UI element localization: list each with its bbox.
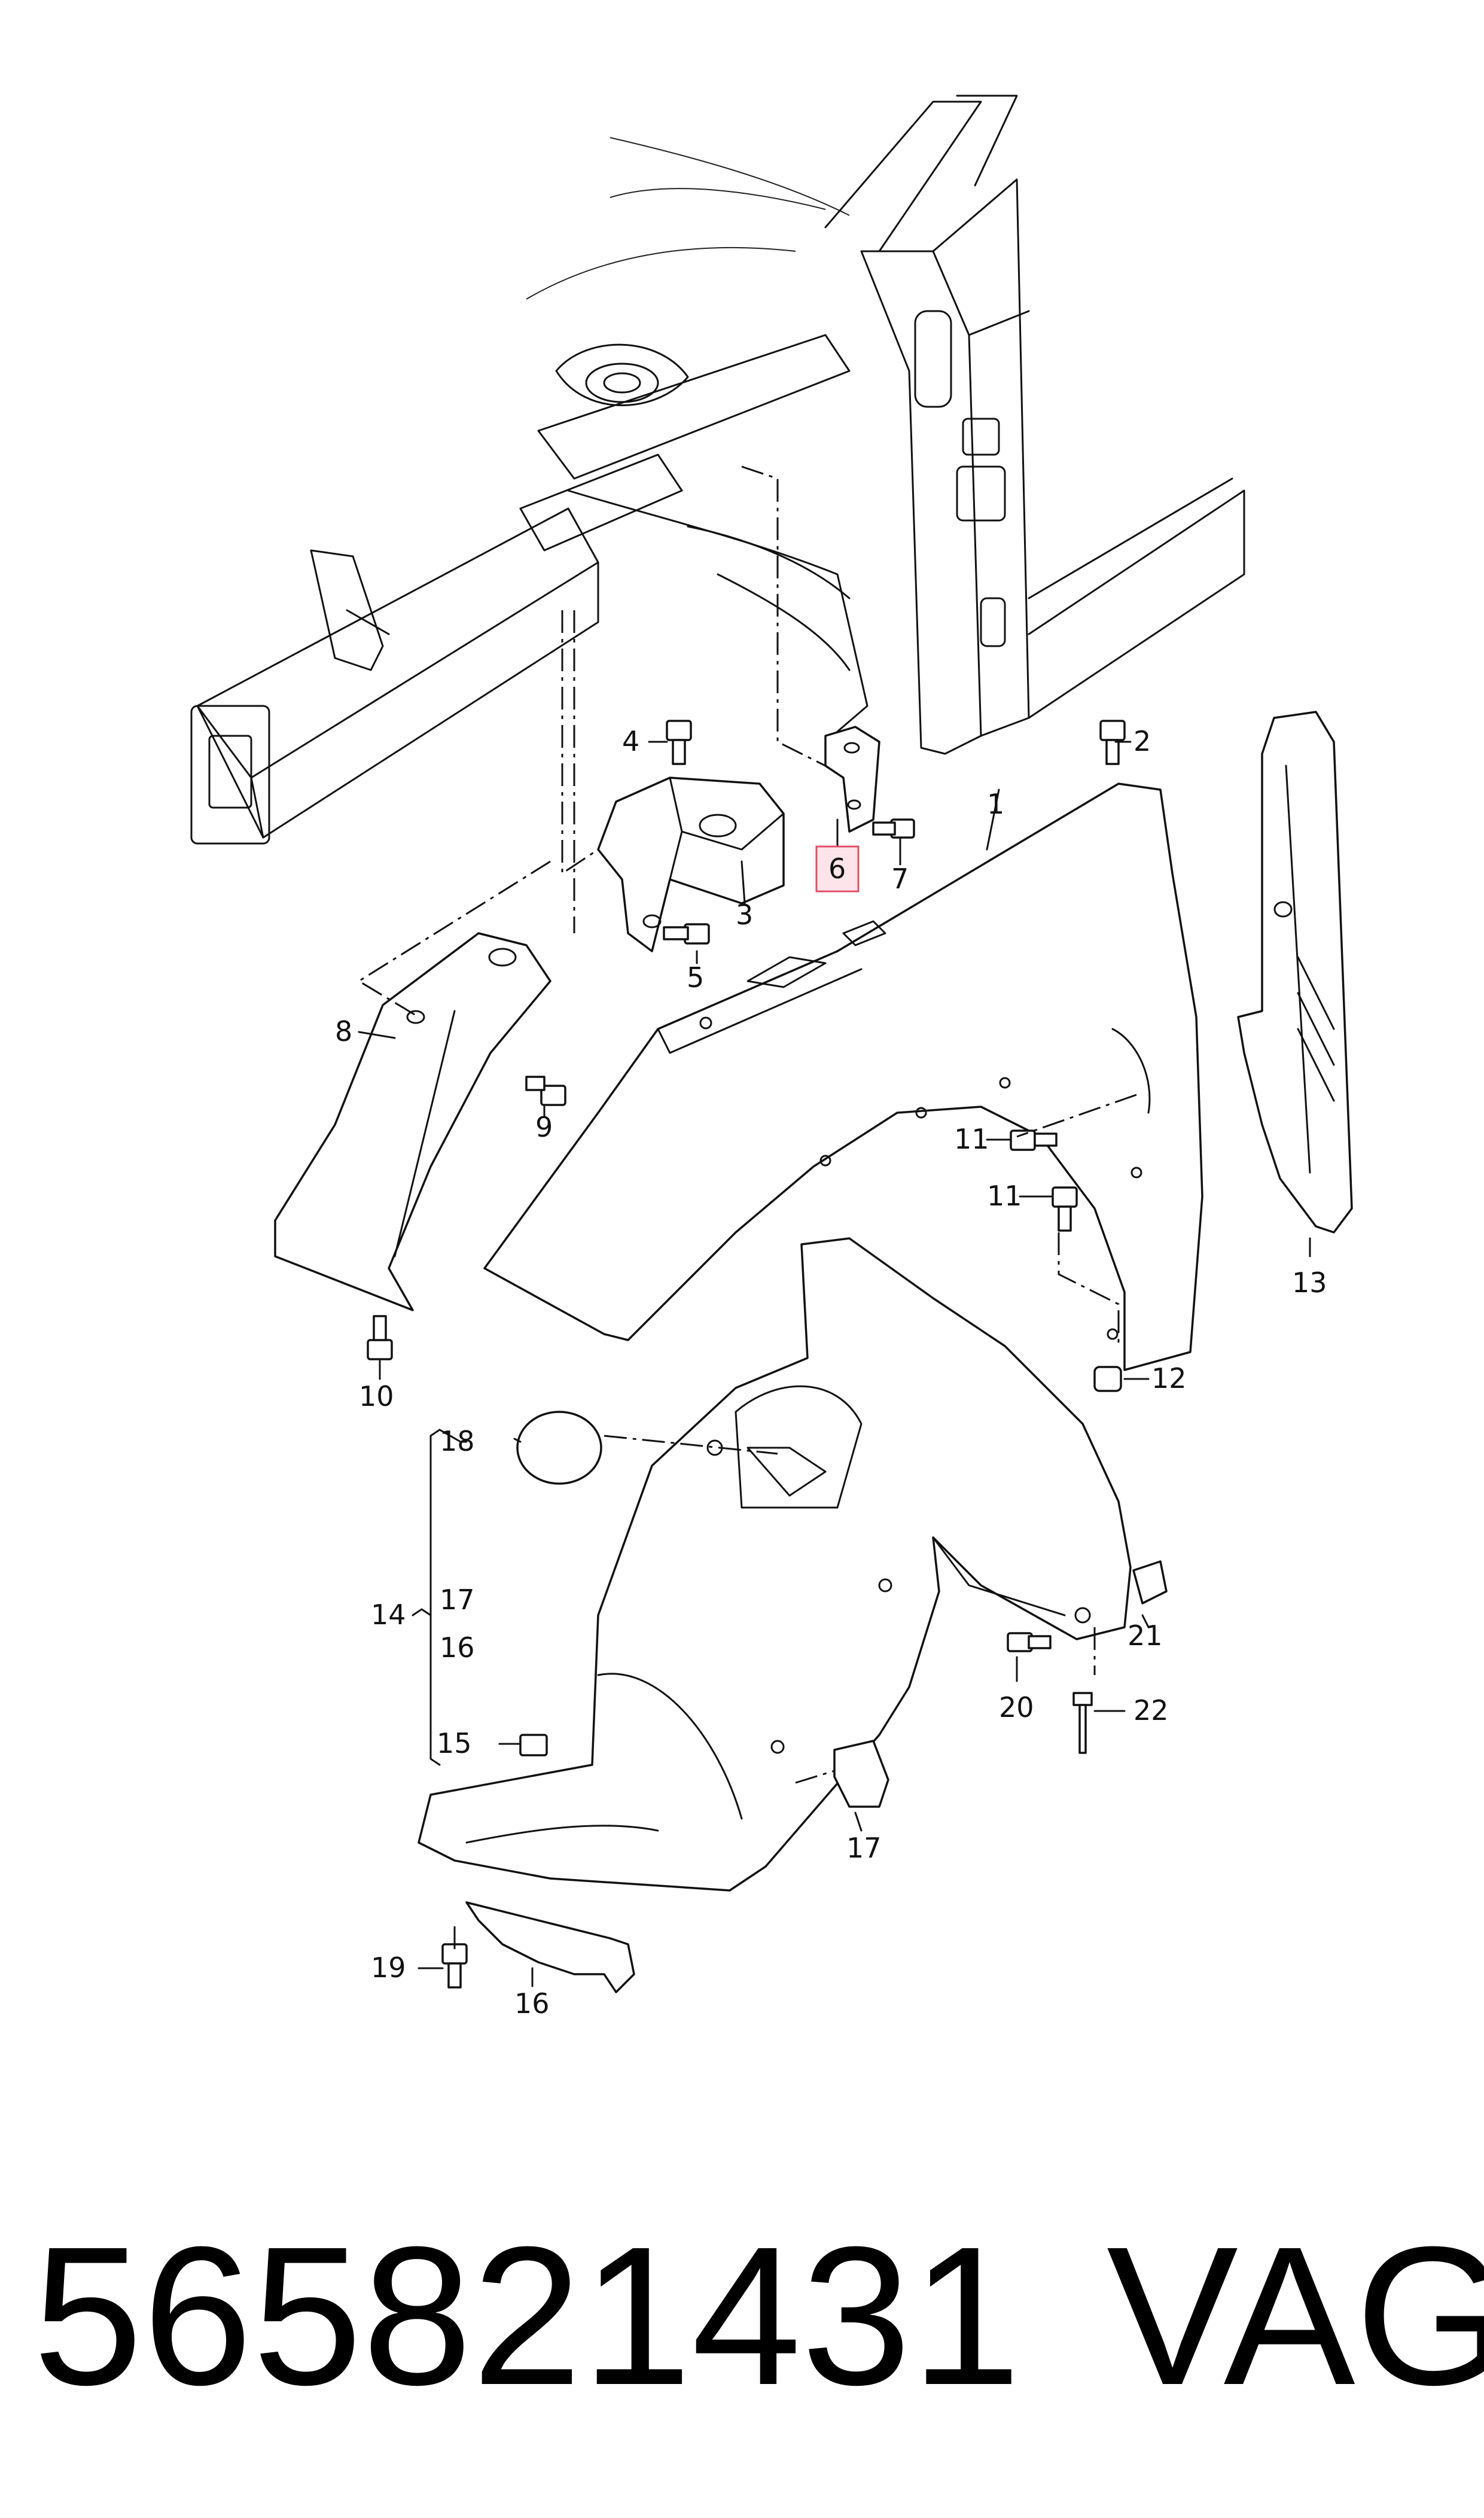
callout-17-part: 17 [846, 1832, 882, 1864]
callout-12: 12 [1151, 1362, 1187, 1395]
callout-17-bracket: 17 [440, 1584, 475, 1616]
callout-14: 14 [371, 1599, 406, 1631]
callout-21: 21 [1128, 1619, 1163, 1652]
assembly-lines [357, 465, 1137, 1950]
body-structure [190, 95, 1245, 845]
seal-part-13 [1237, 711, 1353, 1234]
callout-labels: 1 2 3 4 5 6 7 8 9 10 11 11 12 13 14 15 1… [335, 725, 1327, 2020]
callout-4: 4 [622, 725, 639, 757]
callout-15: 15 [437, 1727, 472, 1759]
callout-13: 13 [1292, 1266, 1327, 1299]
fasteners [367, 720, 1168, 1989]
small-bracket-part-6 [824, 726, 880, 833]
part-number-caption: 565821431 [33, 2205, 1021, 2426]
callout-11-lower: 11 [987, 1180, 1022, 1212]
callout-20: 20 [999, 1691, 1034, 1724]
callout-22: 22 [1133, 1694, 1169, 1727]
callout-19: 19 [371, 1951, 406, 1984]
callout-6: 6 [828, 852, 846, 885]
wheel-housing-liner-part-14 [418, 1237, 1132, 1892]
callout-2: 2 [1133, 725, 1151, 757]
brand-caption: VAG [1107, 2205, 1484, 2426]
callout-1: 1 [987, 788, 1004, 820]
deflector-part-8 [274, 932, 551, 1311]
callout-16-bracket: 16 [440, 1631, 475, 1664]
cover-part-18 [516, 1411, 602, 1485]
cover-part-17 [833, 1740, 889, 1808]
callout-16-part: 16 [514, 1987, 550, 2020]
mounting-bracket-part-3 [597, 777, 785, 952]
callout-8: 8 [335, 1015, 352, 1048]
callout-3: 3 [736, 899, 753, 931]
callout-10: 10 [359, 1380, 394, 1412]
callout-18: 18 [440, 1425, 475, 1457]
fender-part-1 [483, 783, 1203, 1371]
trim-part-16 [465, 1901, 635, 1993]
highlight-box-part-6 [815, 845, 860, 893]
callout-9: 9 [535, 1111, 553, 1143]
callout-11-upper: 11 [954, 1123, 989, 1155]
leader-lines [358, 741, 1311, 1987]
callout-7: 7 [891, 863, 909, 895]
callout-5: 5 [687, 961, 704, 994]
